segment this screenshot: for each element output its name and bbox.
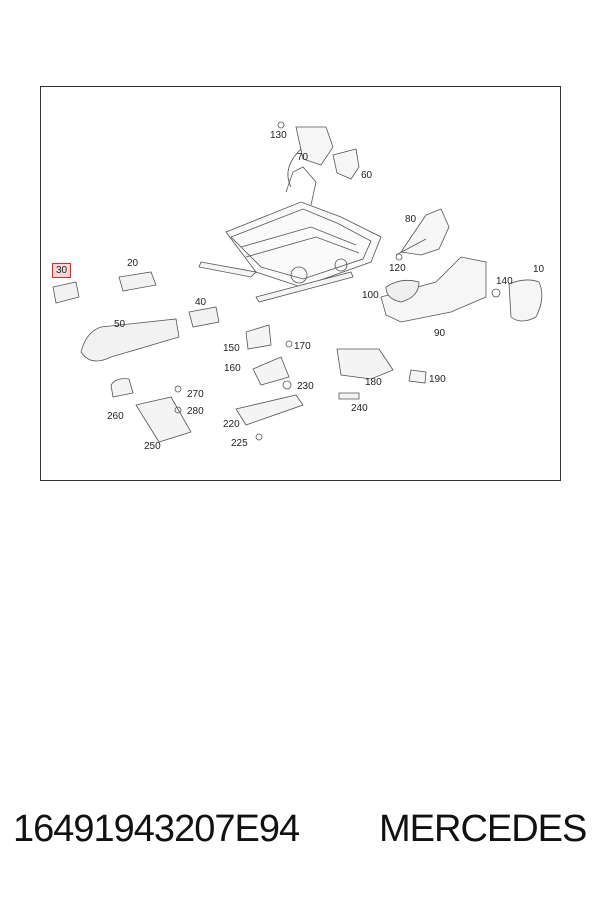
seat-frame-drawing	[198, 146, 382, 303]
parts-250-drawing	[110, 378, 192, 443]
label-220: 220	[223, 419, 240, 430]
label-170: 170	[294, 341, 311, 352]
label-160: 160	[224, 363, 241, 374]
label-130: 130	[270, 130, 287, 141]
recliner-parts-drawing	[277, 121, 360, 180]
label-225: 225	[231, 438, 248, 449]
label-240: 240	[351, 403, 368, 414]
label-10: 10	[533, 264, 545, 275]
label-230: 230	[297, 381, 314, 392]
parts-180-190-drawing	[336, 348, 427, 400]
parts-diagram: 130 70 60 80 120 10 140 100 90 30 20 40 …	[40, 86, 561, 481]
parts-drawing	[52, 121, 543, 443]
label-270: 270	[187, 389, 204, 400]
label-190: 190	[429, 374, 446, 385]
label-60: 60	[361, 170, 373, 181]
caption-bar: 16491943207E94 MERCEDES	[0, 808, 600, 858]
brand-name: MERCEDES	[379, 808, 587, 850]
part-number: 16491943207E94	[13, 808, 300, 850]
label-100: 100	[362, 290, 379, 301]
cover-10-drawing	[508, 279, 543, 322]
label-90: 90	[434, 328, 446, 339]
adjuster-80-drawing	[395, 208, 450, 261]
label-80: 80	[405, 214, 417, 225]
part-20-drawing	[118, 271, 157, 292]
label-20: 20	[127, 258, 139, 269]
label-70: 70	[297, 152, 309, 163]
side-trim-drawing	[380, 256, 501, 323]
label-50: 50	[114, 319, 126, 330]
label-30-highlighted[interactable]: 30	[52, 263, 72, 278]
label-250: 250	[144, 441, 161, 452]
parts-150-160-drawing	[245, 324, 293, 386]
label-260: 260	[107, 411, 124, 422]
label-180: 180	[365, 377, 382, 388]
label-140: 140	[496, 276, 513, 287]
label-120: 120	[389, 263, 406, 274]
part-40-drawing	[188, 306, 220, 328]
part-50-drawing	[80, 318, 180, 362]
parts-220-drawing	[235, 380, 304, 441]
label-280: 280	[187, 406, 204, 417]
label-150: 150	[223, 343, 240, 354]
label-40: 40	[195, 297, 207, 308]
part-30-drawing	[52, 281, 80, 304]
